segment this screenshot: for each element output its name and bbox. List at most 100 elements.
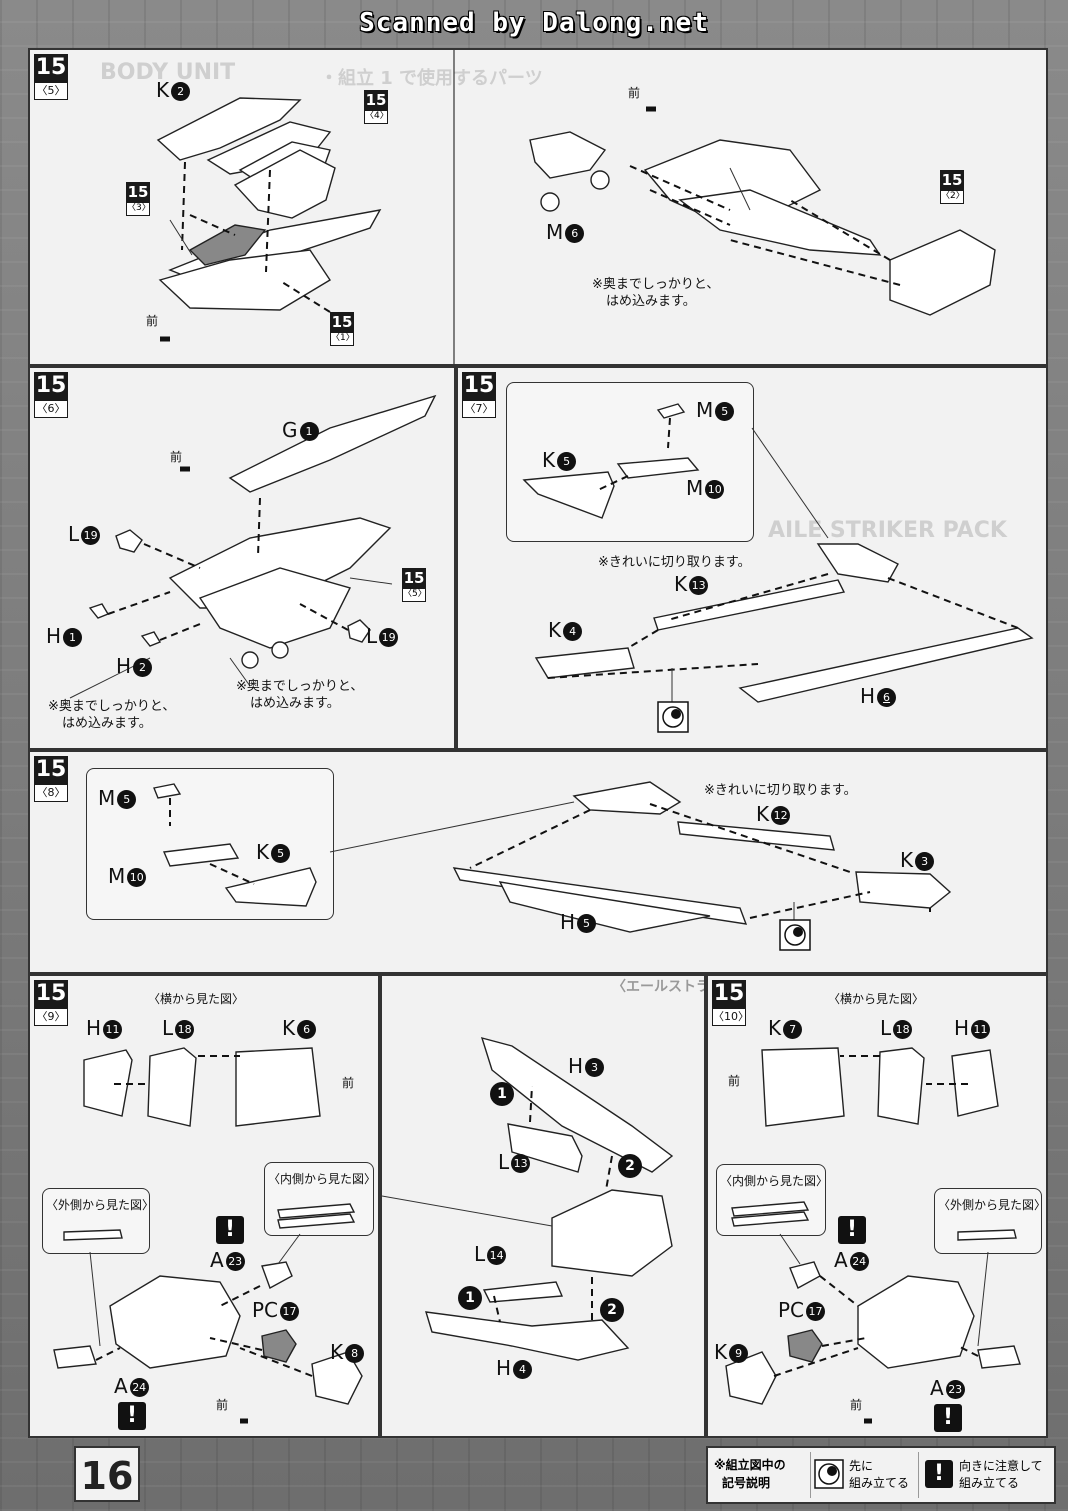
order-number: 1 — [490, 1082, 514, 1106]
legend-item-mind-orientation: ! 向きに注意して 組み立てる — [918, 1452, 1055, 1498]
front-label: 前 — [146, 314, 159, 328]
inset-outer-view — [934, 1188, 1042, 1254]
step-badge: 15 〈5〉 — [34, 54, 68, 100]
warning-icon: ! — [934, 1404, 962, 1432]
assemble-first-icon — [814, 1459, 844, 1489]
ghost-parts-used: ・組立 1 で使用するパーツ — [320, 68, 543, 89]
order-number: 2 — [618, 1154, 642, 1178]
ref-badge-15-5: 15 〈5〉 — [402, 568, 427, 602]
legend-item-assemble-first: 先に 組み立てる — [810, 1452, 911, 1498]
front-label: 前 — [728, 1074, 741, 1088]
diagram-step-5 — [156, 50, 996, 364]
panel-step-15-5: BODY UNIT ・組立 1 で使用するパーツ 15 〈5〉 — [28, 48, 1048, 366]
diagram-step-8 — [153, 781, 952, 951]
order-number: 1 — [458, 1286, 482, 1310]
warning-icon: ! — [118, 1402, 146, 1430]
diagram-step-6 — [69, 394, 437, 699]
page-number: 16 — [74, 1446, 140, 1502]
note-cut-cleanly: ※きれいに切り取ります。 — [704, 783, 857, 798]
diagram-step-middle — [382, 1036, 674, 1361]
step-badge: 15 〈9〉 — [34, 980, 68, 1026]
warning-icon: ! — [925, 1460, 953, 1488]
step-number: 15 — [34, 54, 68, 82]
ghost-body-unit: BODY UNIT — [100, 60, 236, 85]
warning-icon: ! — [216, 1216, 244, 1244]
diagram-step-10 — [725, 1047, 1021, 1424]
note-press-in: ※奥までしっかりと、 はめ込みます。 — [48, 699, 176, 731]
note-cut-cleanly: ※きれいに切り取ります。 — [598, 555, 751, 570]
front-label: 前 — [628, 86, 641, 100]
ref-badge-15-3: 15 〈3〉 — [126, 182, 151, 216]
panel-step-15-9: 15 〈9〉 〈横から見た図〉 〈内側から見た図〉 〈外側から見た図〉 ! ! … — [28, 974, 380, 1438]
front-label: 前 — [342, 1076, 355, 1090]
warning-icon: ! — [838, 1216, 866, 1244]
caption-inner-view: 〈内側から見た図〉 — [268, 1172, 377, 1186]
inset-outer-view — [42, 1188, 150, 1254]
caption-outer-view: 〈外側から見た図〉 — [938, 1198, 1047, 1212]
front-label: 前 — [850, 1398, 863, 1412]
caption-outer-view: 〈外側から見た図〉 — [46, 1198, 155, 1212]
caption-side-view: 〈横から見た図〉 — [828, 992, 925, 1006]
watermark: Scanned by Dalong.net — [359, 8, 709, 38]
ghost-aile-striker: AILE STRIKER PACK — [768, 518, 1007, 543]
caption-inner-view: 〈内側から見た図〉 — [720, 1174, 829, 1188]
panel-step-15-10: 15 〈10〉 〈横から見た図〉 〈内側から見た図〉 〈外側から見た図〉 ! !… — [706, 974, 1048, 1438]
front-label: 前 — [216, 1398, 229, 1412]
diagram-step-7 — [522, 403, 1034, 733]
ref-badge-15-4: 15 〈4〉 — [364, 90, 389, 124]
order-number: 2 — [600, 1298, 624, 1322]
step-badge: 15 〈7〉 — [462, 372, 496, 418]
step-badge: 15 〈8〉 — [34, 756, 68, 802]
step-badge: 15 〈6〉 — [34, 372, 68, 418]
symbol-legend: ※組立図中の 記号説明 先に 組み立てる ! 向きに注意して 組み立てる — [706, 1446, 1056, 1504]
legend-title: ※組立図中の 記号説明 — [714, 1458, 786, 1490]
ghost-aile-assembly: 〈エールストライカーパックの組立〉 — [612, 979, 704, 995]
ref-badge-15-1: 15 〈1〉 — [330, 312, 355, 346]
diagram-step-9 — [53, 1047, 363, 1424]
inset-subassembly — [506, 382, 754, 542]
step-badge: 15 〈10〉 — [712, 980, 749, 1026]
note-press-in: ※奥までしっかりと、 はめ込みます。 — [236, 679, 364, 711]
ref-badge-15-2: 15 〈2〉 — [940, 170, 965, 204]
caption-side-view: 〈横から見た図〉 — [148, 992, 245, 1006]
